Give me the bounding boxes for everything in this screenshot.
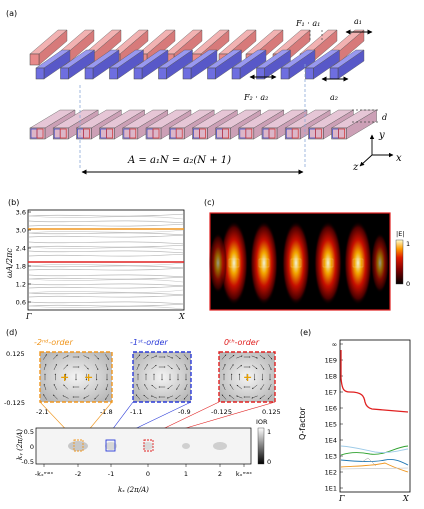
q-ytick: 1E1	[325, 485, 337, 493]
inset-ytick-bottom: -0.125	[4, 399, 25, 407]
q-ytick: 1E8	[325, 373, 337, 381]
panel-e: (e) ∞ 1E9 1E8 1E7 1E6 1E5 1E4 1E3 1E2 1E1 Q-facto…	[298, 328, 411, 503]
panel-e-label: (e)	[300, 328, 311, 337]
panel-d: (d) -2ⁿᵈ-order -1ˢᵗ-order 0ᵗʰ-order + + …	[4, 328, 281, 494]
ior-colorbar-title: IOR	[256, 418, 268, 426]
ior-xtick: -1	[108, 470, 114, 478]
ior-xtick: kₓᵐᵃˣ	[236, 470, 252, 478]
inset-3-xmin: -0.125	[211, 408, 232, 416]
field-colorbar-max: 1	[406, 240, 410, 248]
panel-b: (b) 3.6 3.0 2.4 1.8 1.2 0.6 ωA/2πc Γ X	[5, 198, 185, 321]
q-ytick: 1E4	[325, 437, 337, 445]
q-ytick: 1E3	[325, 453, 337, 461]
axis-triad: y x z	[352, 130, 402, 173]
thickness-label: d	[382, 113, 387, 122]
ior-ticks: -kₓᵐᵃˣ -2 -1 0 1 2 kₓᵐᵃˣ 0.5 0 -0.5	[21, 428, 252, 478]
q-yticks: ∞ 1E9 1E8 1E7 1E6 1E5 1E4 1E3 1E2 1E1	[325, 341, 343, 493]
a2-label: a₂	[330, 93, 338, 102]
f2-label: F₂ · a₂	[243, 93, 268, 102]
ior-features	[68, 441, 227, 451]
svg-text:+: +	[84, 371, 93, 384]
inset-2-xmin: -1.1	[130, 408, 143, 416]
q-xlabel-gamma: Γ	[338, 494, 345, 503]
axis-x-label: x	[396, 153, 402, 164]
ior-box-1st	[105, 439, 116, 452]
band-ytick: 1.8	[16, 263, 26, 271]
ior-ylabel: kᵧ (2π/A)	[16, 429, 24, 460]
combined-grating	[29, 109, 378, 140]
panel-a: (a) F₁ · a₁ a₁ F₂ · a₂ a₂ d A = a₁N = a₂…	[6, 9, 402, 175]
band-yticks: 3.6 3.0 2.4 1.8 1.2 0.6	[16, 209, 31, 307]
panel-b-label: (b)	[8, 198, 19, 207]
inset-ytick-top: 0.125	[6, 350, 25, 358]
inset-0th-order: +	[218, 351, 276, 403]
panel-c: (c) |E| 1 0	[204, 198, 410, 311]
upper-blue-grating	[35, 49, 365, 80]
ior-xtick: 2	[218, 470, 222, 478]
q-curves	[340, 350, 409, 473]
q-ytick: 1E2	[325, 469, 337, 477]
ior-xlabel: kₓ (2π/A)	[118, 486, 149, 494]
axis-y-label: y	[378, 130, 385, 141]
band-xlabel-x: X	[178, 312, 185, 321]
ior-ytick: 0	[30, 443, 34, 451]
svg-text:+: +	[243, 371, 252, 384]
q-xlabel-x: X	[402, 494, 409, 503]
ior-box-2nd	[73, 439, 84, 452]
band-ylabel: ωA/2πc	[5, 248, 14, 278]
band-ytick: 0.6	[16, 299, 26, 307]
field-colorbar-min: 0	[406, 280, 410, 288]
ior-box-0th	[143, 439, 154, 452]
band-ytick: 3.0	[16, 227, 26, 235]
inset-2nd-order: + +	[39, 351, 113, 403]
ior-xtick: 0	[146, 470, 150, 478]
panel-c-label: (c)	[204, 198, 215, 207]
q-ytick: 1E7	[325, 389, 337, 397]
inset-1st-order	[132, 351, 192, 403]
panel-d-label: (d)	[6, 328, 17, 337]
inset-2-title: -1ˢᵗ-order	[130, 338, 168, 347]
inset-3-xmax: 0.125	[262, 408, 281, 416]
inset-1-xmax: -1.8	[100, 408, 113, 416]
q-ylabel: Q-factor	[298, 406, 307, 440]
band-lines	[28, 213, 184, 310]
inset-1-xmin: -2.1	[36, 408, 49, 416]
band-ytick: 3.6	[16, 209, 26, 217]
q-ytick: 1E6	[325, 405, 337, 413]
band-xlabel-gamma: Γ	[25, 312, 32, 321]
lattice-equation: A = a₁N = a₂(N + 1)	[127, 155, 231, 166]
ior-colorbar-min: 0	[267, 458, 271, 466]
ior-xtick: -kₓᵐᵃˣ	[35, 470, 54, 478]
f1-label: F₁ · a₁	[295, 19, 320, 28]
ior-colorbar-max: 1	[267, 428, 271, 436]
ior-colorbar	[257, 427, 265, 465]
field-hotspots	[209, 221, 389, 305]
ior-xtick: 1	[184, 470, 188, 478]
q-ytick: ∞	[332, 341, 337, 349]
q-ytick: 1E9	[325, 357, 337, 365]
panel-a-label: (a)	[6, 9, 17, 18]
upper-red-grating	[29, 29, 365, 66]
band-ytick: 2.4	[16, 245, 26, 253]
ior-ytick: -0.5	[21, 458, 34, 466]
field-colorbar-title: |E|	[396, 230, 405, 238]
ior-ytick: 0.5	[24, 428, 34, 436]
band-ytick: 1.2	[16, 281, 26, 289]
axis-z-label: z	[352, 162, 359, 173]
svg-text:+: +	[60, 371, 69, 384]
q-ytick: 1E5	[325, 421, 337, 429]
inset-3-title: 0ᵗʰ-order	[224, 338, 260, 347]
inset-1-title: -2ⁿᵈ-order	[34, 338, 73, 347]
a1-label: a₁	[354, 17, 362, 26]
ior-xtick: -2	[75, 470, 81, 478]
field-colorbar	[395, 239, 404, 285]
inset-2-xmax: -0.9	[178, 408, 191, 416]
